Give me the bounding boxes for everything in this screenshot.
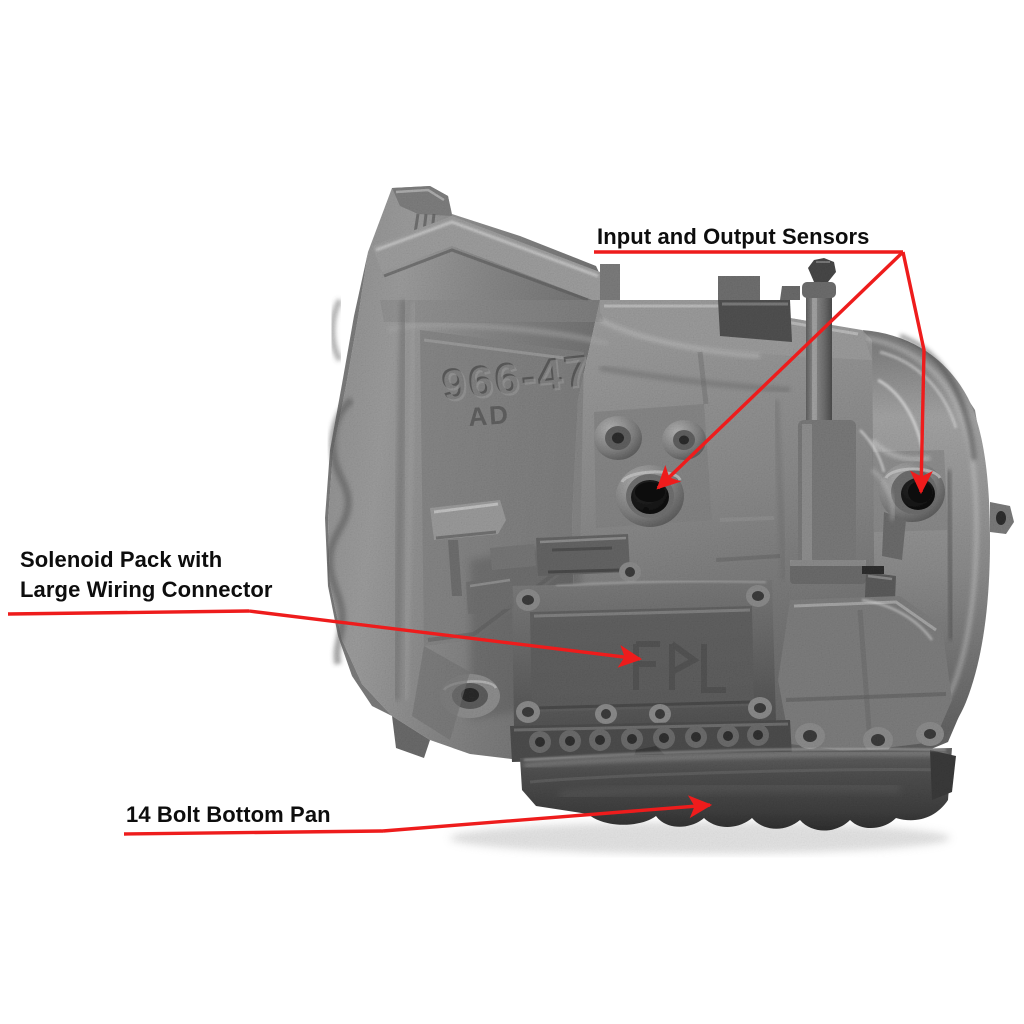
input-sensor-group (594, 404, 712, 528)
solenoid-label-line-2: Large Wiring Connector (20, 577, 273, 602)
bellhousing-top-rib (372, 216, 612, 300)
final-drive-bolt-row (795, 722, 944, 753)
center-servo-tower (790, 420, 866, 584)
callout-label-input-output-sensors: Input and Output Sensors (597, 224, 870, 249)
callout-label-bottom-pan: 14 Bolt Bottom Pan (126, 802, 331, 827)
bellhousing-mid-rib (380, 300, 604, 322)
top-deck-block (718, 300, 792, 342)
solenoid-connector-box (536, 534, 630, 576)
bottom-pan (520, 748, 956, 831)
solenoid-label-line-1: Solenoid Pack with (20, 547, 223, 572)
svg-text:AD: AD (467, 399, 511, 432)
bellhousing-top-tab (392, 186, 452, 216)
solenoid-cover-bolts (516, 562, 772, 724)
